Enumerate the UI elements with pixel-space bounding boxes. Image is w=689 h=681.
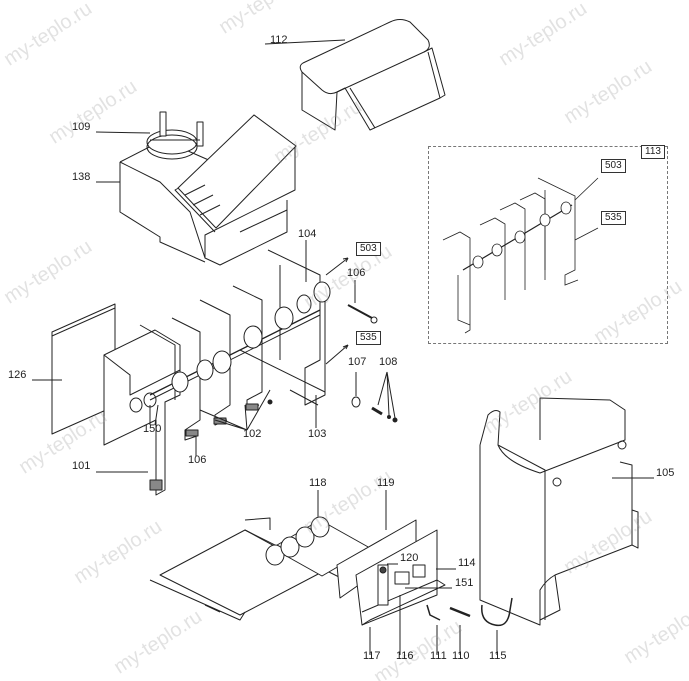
part-label-120: 120 [400, 552, 419, 564]
part-label-104: 104 [298, 228, 317, 240]
boxed-ref-label-503a: 503 [356, 242, 381, 256]
part-label-105: 105 [656, 467, 675, 479]
part-label-106b: 106 [188, 454, 207, 466]
part-label-138: 138 [72, 171, 91, 183]
part-105-outer-casing [479, 397, 654, 626]
part-label-109: 109 [72, 121, 91, 133]
part-117-burner-manifold [355, 529, 446, 655]
part-112-top-cover [264, 19, 446, 131]
part-label-107: 107 [348, 356, 367, 368]
part-label-108: 108 [379, 356, 398, 368]
part-label-119: 119 [377, 477, 395, 489]
part-label-111: 111 [430, 650, 447, 662]
part-label-118: 118 [309, 477, 327, 489]
part-label-150: 150 [143, 423, 162, 435]
boxed-ref-label-113: 113 [641, 145, 665, 159]
inset-assembly-drawing [443, 178, 599, 334]
boxed-ref-label-535b: 535 [601, 211, 626, 225]
part-label-114: 114 [458, 557, 476, 569]
part-label-115: 115 [489, 650, 507, 662]
part-126-side-panel [32, 303, 116, 435]
part-heat-exchanger-assembly [103, 249, 331, 496]
assembly-113-inset-frame [428, 146, 668, 344]
part-label-117: 117 [363, 650, 381, 662]
part-label-103: 103 [308, 428, 327, 440]
part-label-151: 151 [455, 577, 474, 589]
part-label-101: 101 [72, 460, 91, 472]
part-label-112: 112 [270, 34, 288, 46]
part-label-126: 126 [8, 369, 27, 381]
part-label-116: 116 [396, 650, 414, 662]
part-label-106a: 106 [347, 267, 366, 279]
boxed-ref-label-503b: 503 [601, 159, 626, 173]
part-109-flue-collar [95, 111, 204, 160]
part-label-110: 110 [452, 650, 470, 662]
part-label-102: 102 [243, 428, 262, 440]
part-138-housing [119, 114, 297, 266]
boxed-ref-label-535a: 535 [356, 331, 381, 345]
